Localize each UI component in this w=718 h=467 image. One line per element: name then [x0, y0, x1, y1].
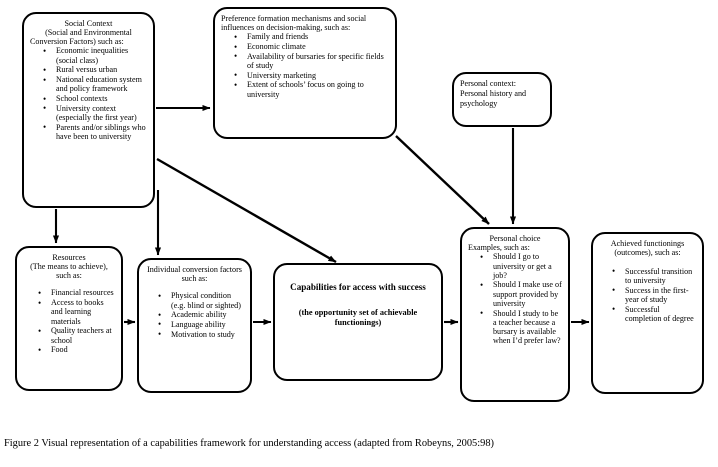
list-item: Availability of bursaries for specific f… — [234, 51, 389, 70]
list-item: Physical condition (e.g. blind or sighte… — [158, 291, 244, 310]
list-item: Academic ability — [158, 310, 244, 320]
capabilities-sub-text: (the opportunity set of achievable funct… — [298, 307, 418, 327]
list-item: Parents and/or siblings who have been to… — [43, 122, 147, 141]
node-achieved-functionings: Achieved functionings (outcomes), such a… — [591, 232, 704, 394]
figure-caption: Figure 2 Visual representation of a capa… — [4, 438, 494, 449]
individual-conversion-title: Individual conversion factors such as: — [147, 265, 242, 284]
capabilities-main-text: Capabilities for access with success — [290, 282, 426, 292]
list-item: Should I make use of support provided by… — [480, 280, 562, 308]
node-resources: Resources (The means to achieve), such a… — [15, 246, 123, 391]
preference-formation-list: Family and friends Economic climate Avai… — [221, 32, 389, 99]
list-item: Success in the first-year of study — [612, 285, 696, 304]
social-context-list: Economic inequalities (social class) Rur… — [30, 46, 147, 141]
resources-title: Resources — [52, 253, 86, 262]
achieved-functionings-list: Successful transition to university Succ… — [599, 266, 696, 323]
list-item: School contexts — [43, 94, 147, 104]
node-capabilities: Capabilities for access with success (th… — [273, 263, 443, 381]
list-item: Language ability — [158, 319, 244, 329]
personal-choice-list: Should I go to university or get a job? … — [468, 252, 562, 345]
list-item: Quality teachers at school — [38, 326, 115, 345]
list-item: Economic climate — [234, 41, 389, 51]
personal-context-text: Personal context: Personal history and p… — [460, 79, 527, 108]
list-item: Rural versus urban — [43, 65, 147, 75]
social-context-title: Social Context — [64, 19, 113, 28]
list-item: National education system and policy fra… — [43, 75, 147, 94]
list-item: Family and friends — [234, 32, 389, 42]
node-personal-context: Personal context: Personal history and p… — [452, 72, 552, 127]
personal-choice-title: Personal choice — [489, 234, 541, 243]
list-item: Should I go to university or get a job? — [480, 252, 562, 280]
list-item: Financial resources — [38, 288, 115, 298]
node-preference-formation: Preference formation mechanisms and soci… — [213, 7, 397, 139]
resources-list: Financial resources Access to books and … — [23, 288, 115, 355]
list-item: Successful transition to university — [612, 266, 696, 285]
list-item: Access to books and learning materials — [38, 298, 115, 326]
edge-preference-to-personal-choice — [395, 135, 490, 225]
list-item: University context (especially the first… — [43, 103, 147, 122]
social-context-lead: (Social and Environmental — [45, 28, 132, 38]
list-item: Motivation to study — [158, 329, 244, 339]
edge-social-to-capabilities — [156, 157, 337, 264]
preference-formation-lead: Preference formation mechanisms and soci… — [221, 14, 367, 33]
node-personal-choice: Personal choice Examples, such as: Shoul… — [460, 227, 570, 402]
personal-choice-lead: Examples, such as: — [468, 243, 530, 253]
list-item: Extent of schools’ focus on going to uni… — [234, 80, 389, 99]
node-individual-conversion-factors: Individual conversion factors such as: P… — [137, 258, 252, 393]
list-item: Food — [38, 345, 115, 355]
achieved-functionings-title: Achieved functionings (outcomes), such a… — [610, 239, 685, 258]
node-social-context: Social Context (Social and Environmental… — [22, 12, 155, 208]
individual-conversion-list: Physical condition (e.g. blind or sighte… — [145, 291, 244, 340]
list-item: University marketing — [234, 70, 389, 80]
list-item: Economic inequalities (social class) — [43, 46, 147, 65]
list-item: Should I study to be a teacher because a… — [480, 308, 562, 346]
resources-lead: (The means to achieve), such as: — [30, 262, 108, 281]
list-item: Successful completion of degree — [612, 304, 696, 323]
social-context-lead2: Conversion Factors) such as: — [30, 37, 124, 47]
